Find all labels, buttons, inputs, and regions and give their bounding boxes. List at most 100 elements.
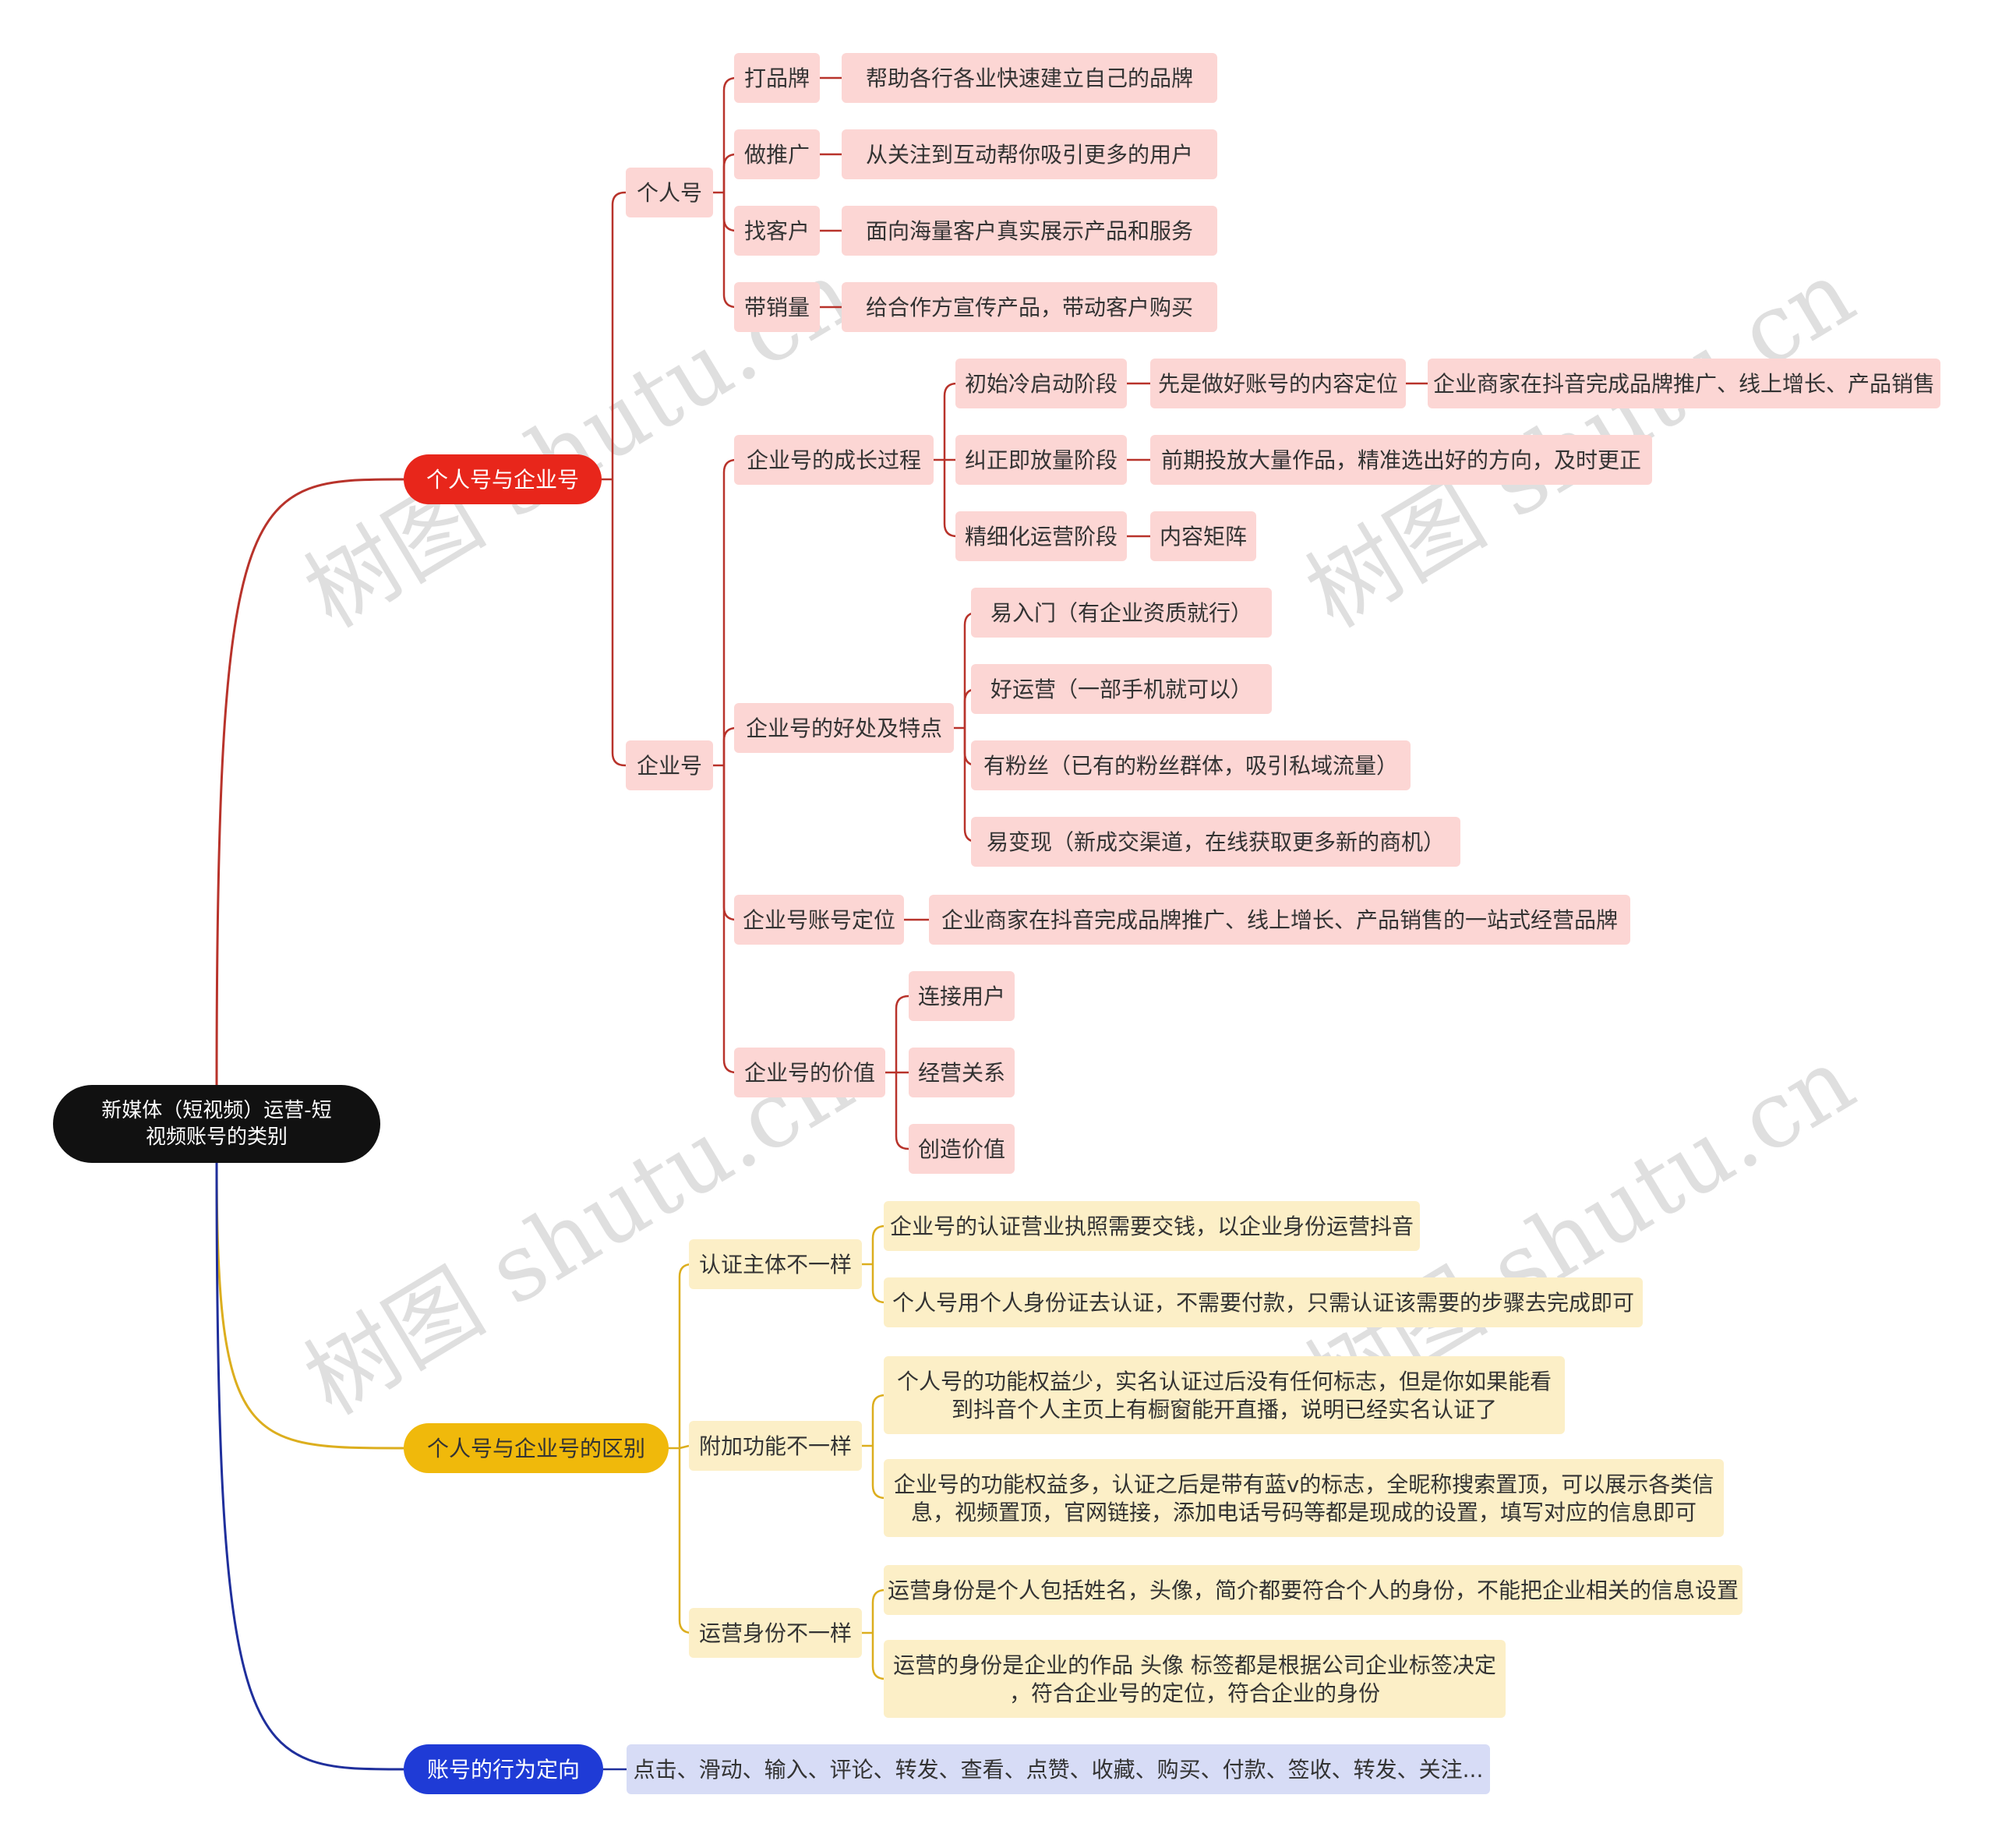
topic-node[interactable]: 运营的身份是企业的作品 头像 标签都是根据公司企业标签决定，符合企业号的定位，符… <box>884 1640 1506 1718</box>
node-box <box>909 1124 1015 1174</box>
connector-line <box>678 1448 693 1634</box>
node-label: 打品牌 <box>744 65 810 91</box>
node-label: 给合作方宣传产品，带动客户购买 <box>866 295 1193 320</box>
node-box <box>626 740 713 790</box>
topic-node[interactable]: 个人号 <box>626 168 713 217</box>
node-box <box>1150 435 1652 485</box>
main-branch-red[interactable]: 个人号与企业号 <box>404 454 602 504</box>
topic-node[interactable]: 内容矩阵 <box>1150 511 1256 561</box>
node-label: 个人号与企业号的区别 <box>427 1436 645 1461</box>
nodes: 新媒体（短视频）运营-短视频账号的类别 个人号与企业号 个人号 打品牌 帮助各行各业快速… <box>53 53 1940 1794</box>
node-box <box>971 664 1272 714</box>
node-label: 个人号 <box>637 180 702 206</box>
node-label: 面向海量客户真实展示产品和服务 <box>866 218 1193 244</box>
root-node[interactable]: 新媒体（短视频）运营-短视频账号的类别 <box>53 1085 380 1163</box>
node-box <box>404 1423 669 1473</box>
topic-node[interactable]: 企业商家在抖音完成品牌推广、线上增长、产品销售 <box>1428 359 1940 408</box>
connector-line <box>215 1162 404 1771</box>
node-box <box>884 1565 1743 1615</box>
node-box <box>53 1085 380 1163</box>
node-label: 企业商家在抖音完成品牌推广、线上增长、产品销售 <box>1433 371 1935 397</box>
connector-line <box>943 382 958 460</box>
node-label: 企业号的认证营业执照需要交钱，以企业身份运营抖音 <box>890 1214 1414 1239</box>
node-box <box>955 359 1127 408</box>
topic-node[interactable]: 做推广 <box>734 129 820 179</box>
node-box <box>734 129 820 179</box>
node-box <box>404 454 602 504</box>
topic-node[interactable]: 经营关系 <box>909 1048 1015 1097</box>
topic-node[interactable]: 企业号账号定位 <box>734 895 904 945</box>
topic-node[interactable]: 找客户 <box>734 206 820 256</box>
topic-node[interactable]: 企业商家在抖音完成品牌推广、线上增长、产品销售的一站式经营品牌 <box>929 895 1630 945</box>
topic-node[interactable]: 带销量 <box>734 282 820 332</box>
node-label: 企业号的好处及特点 <box>746 716 942 741</box>
topic-node[interactable]: 企业号的价值 <box>734 1048 885 1097</box>
node-label: 个人号用个人身份证去认证，不需要付款，只需认证该需要的步骤去完成即可 <box>892 1290 1634 1316</box>
connector-line <box>871 1394 886 1446</box>
node-box <box>971 740 1411 790</box>
topic-node[interactable]: 企业号的好处及特点 <box>734 703 954 753</box>
node-box <box>929 895 1630 945</box>
connector-line <box>679 1444 690 1450</box>
main-branch-yellow[interactable]: 个人号与企业号的区别 <box>404 1423 669 1473</box>
connector-line <box>871 1264 886 1304</box>
topic-node[interactable]: 点击、滑动、输入、评论、转发、查看、点赞、收藏、购买、付款、签收、转发、关注..… <box>627 1744 1490 1794</box>
node-label: 有粉丝（已有的粉丝群体，吸引私域流量） <box>983 753 1398 779</box>
connector-line <box>722 765 737 921</box>
topic-node[interactable]: 易变现（新成交渠道，在线获取更多新的商机） <box>971 817 1460 867</box>
topic-node[interactable]: 连接用户 <box>909 971 1015 1021</box>
topic-node[interactable]: 企业号的功能权益多，认证之后是带有蓝v的标志，全昵称搜索置顶，可以展示各类信息，… <box>884 1459 1724 1537</box>
topic-node[interactable]: 运营身份不一样 <box>689 1608 862 1658</box>
node-label: 附加功能不一样 <box>699 1433 852 1459</box>
node-box <box>734 703 954 753</box>
topic-node[interactable]: 先是做好账号的内容定位 <box>1150 359 1406 408</box>
node-label: 企业号 <box>637 753 702 779</box>
node-box <box>404 1744 603 1794</box>
main-branch-blue[interactable]: 账号的行为定向 <box>404 1744 603 1794</box>
topic-node[interactable]: 附加功能不一样 <box>689 1421 862 1471</box>
node-box <box>884 1640 1506 1718</box>
connector-line <box>895 995 909 1072</box>
node-label: 先是做好账号的内容定位 <box>1158 371 1398 397</box>
node-box <box>842 53 1217 103</box>
topic-node[interactable]: 纠正即放量阶段 <box>955 435 1127 485</box>
connector-line <box>871 1633 886 1680</box>
node-label: 初始冷启动阶段 <box>965 371 1118 397</box>
topic-node[interactable]: 从关注到互动帮你吸引更多的用户 <box>842 129 1217 179</box>
node-box <box>689 1239 862 1289</box>
topic-node[interactable]: 个人号用个人身份证去认证，不需要付款，只需认证该需要的步骤去完成即可 <box>884 1277 1643 1327</box>
topic-node[interactable]: 面向海量客户真实展示产品和服务 <box>842 206 1217 256</box>
node-box <box>689 1608 862 1658</box>
topic-node[interactable]: 前期投放大量作品，精准选出好的方向，及时更正 <box>1150 435 1652 485</box>
topic-node[interactable]: 易入门（有企业资质就行） <box>971 588 1272 638</box>
connector-line <box>871 1588 886 1633</box>
node-label: 个人号与企业号 <box>426 467 579 493</box>
node-box <box>1428 359 1940 408</box>
node-label: 帮助各行各业快速建立自己的品牌 <box>866 65 1193 91</box>
node-label: 运营身份是个人包括姓名，头像，简介都要符合个人的身份，不能把企业相关的信息设置 <box>888 1578 1739 1603</box>
topic-node[interactable]: 认证主体不一样 <box>689 1239 862 1289</box>
connector-line <box>895 1072 909 1150</box>
connector-line <box>215 478 404 1086</box>
topic-node[interactable]: 创造价值 <box>909 1124 1015 1174</box>
topic-node[interactable]: 精细化运营阶段 <box>955 511 1127 561</box>
topic-node[interactable]: 给合作方宣传产品，带动客户购买 <box>842 282 1217 332</box>
topic-node[interactable]: 运营身份是个人包括姓名，头像，简介都要符合个人的身份，不能把企业相关的信息设置 <box>884 1565 1743 1615</box>
topic-node[interactable]: 企业号的成长过程 <box>734 435 934 485</box>
connector-line <box>871 1446 886 1500</box>
topic-node[interactable]: 打品牌 <box>734 53 820 103</box>
node-label: 创造价值 <box>918 1136 1005 1162</box>
topic-node[interactable]: 有粉丝（已有的粉丝群体，吸引私域流量） <box>971 740 1411 790</box>
node-label: 做推广 <box>744 142 810 168</box>
topic-node[interactable]: 个人号的功能权益少，实名认证过后没有任何标志，但是你如果能看到抖音个人主页上有橱… <box>884 1356 1565 1434</box>
topic-node[interactable]: 企业号的认证营业执照需要交钱，以企业身份运营抖音 <box>884 1201 1420 1251</box>
topic-node[interactable]: 初始冷启动阶段 <box>955 359 1127 408</box>
node-box <box>971 588 1272 638</box>
topic-node[interactable]: 好运营（一部手机就可以） <box>971 664 1272 714</box>
node-box <box>884 1201 1420 1251</box>
node-label: 认证主体不一样 <box>699 1252 852 1277</box>
topic-node[interactable]: 企业号 <box>626 740 713 790</box>
topic-node[interactable]: 帮助各行各业快速建立自己的品牌 <box>842 53 1217 103</box>
node-label: 新媒体（短视频）运营-短视频账号的类别 <box>101 1099 331 1149</box>
node-box <box>955 511 1127 561</box>
